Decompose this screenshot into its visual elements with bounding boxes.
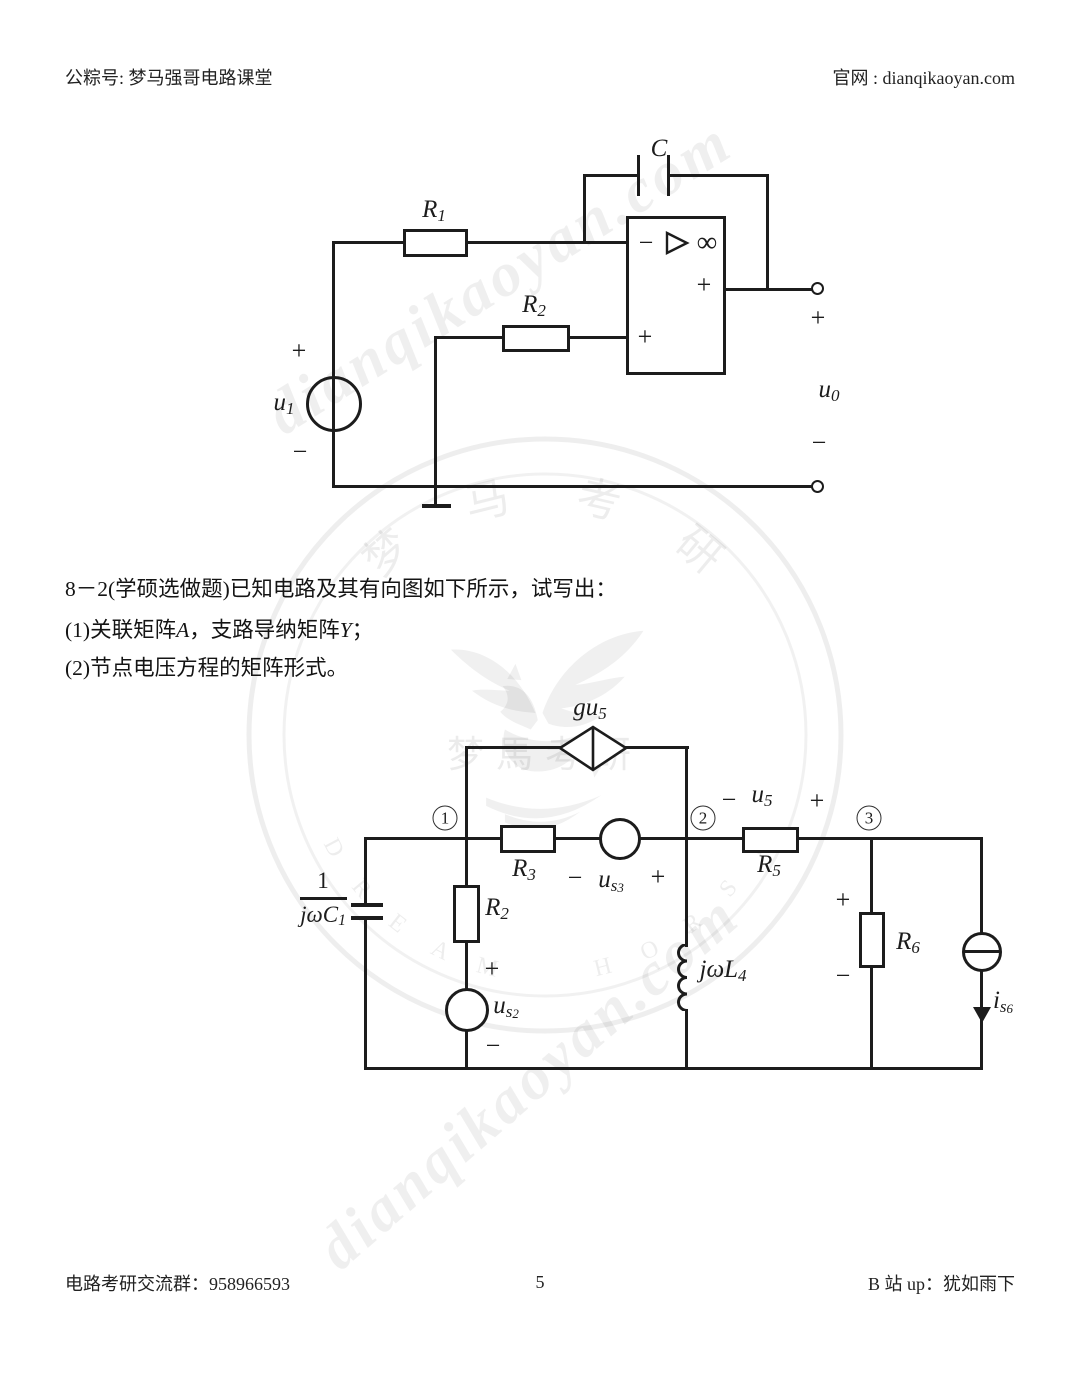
resistor-r2 [453, 885, 480, 943]
resistor-r2 [502, 325, 570, 352]
capacitor-plate [351, 916, 383, 920]
is6-label: is6 [992, 987, 1014, 1016]
opamp-triangle-icon [665, 231, 690, 255]
r6-minus-sign: − [835, 961, 851, 990]
opamp-inverting-sign: − [638, 228, 654, 257]
wire [685, 837, 688, 947]
wire [334, 485, 812, 488]
u5-plus-sign: + [809, 786, 825, 815]
node-3-badge: 3 [856, 805, 882, 831]
r5-label: R5 [757, 851, 781, 880]
node-2-badge: 2 [690, 805, 716, 831]
voltage-source-us2 [445, 988, 489, 1032]
resistor-r1 [403, 229, 468, 257]
wire [364, 918, 367, 1070]
r6-label: R6 [896, 928, 920, 957]
resistor-r3 [500, 825, 556, 853]
frac-denominator: jωC1 [300, 901, 346, 930]
voltage-source-us3 [599, 818, 641, 860]
opamp-noninverting-sign: + [637, 322, 653, 351]
wire [685, 746, 688, 840]
wire [366, 837, 983, 840]
us2-label: us2 [493, 992, 519, 1021]
header-left: 公粽号: 梦马强哥电路课堂 [65, 68, 273, 88]
wire [583, 174, 640, 177]
seal-ring-watermark [246, 436, 844, 1034]
wire [332, 241, 335, 488]
header-right: 官网 : dianqikaoyan.com [832, 68, 1015, 88]
ground-symbol [422, 504, 451, 508]
us2-minus-sign: − [485, 1031, 501, 1060]
u1-plus-sign: + [291, 336, 307, 365]
dependent-current-source-diamond [557, 725, 629, 772]
us2-plus-sign: + [484, 954, 500, 983]
u1-minus-sign: − [292, 437, 308, 466]
fraction-bar [300, 897, 347, 900]
gu5-label: gu5 [573, 694, 607, 723]
opamp-box [626, 216, 726, 375]
u5-minus-sign: − [721, 785, 737, 814]
u0-label: u0 [818, 376, 840, 405]
node-1-badge: 1 [432, 805, 458, 831]
u1-label: u1 [273, 389, 295, 418]
problem-statement-line3: (2)节点电压方程的矩阵形式。 [65, 656, 349, 680]
wire [685, 1009, 688, 1070]
opamp-output-plus-sign: + [696, 270, 712, 299]
us3-plus-sign: + [650, 862, 666, 891]
footer-right: B 站 up：犹如雨下 [867, 1274, 1015, 1294]
r3-label: R3 [512, 855, 536, 884]
capacitor-plate [637, 155, 640, 196]
opamp-infinity-sign: ∞ [696, 226, 718, 259]
resistor-r6 [859, 912, 885, 968]
us3-minus-sign: − [567, 863, 583, 892]
resistor-r5 [742, 827, 799, 853]
frac-numerator: 1 [317, 868, 329, 893]
voltage-source-u1 [306, 376, 362, 432]
u0-minus-sign: − [811, 428, 827, 457]
wire [465, 746, 468, 840]
wire [364, 837, 367, 907]
u5-label: u5 [751, 781, 773, 810]
us3-label: us3 [598, 866, 624, 895]
current-direction-arrow-icon [973, 1007, 991, 1023]
r2-label: R2 [522, 291, 546, 320]
wire [726, 288, 812, 291]
current-source-bar [963, 950, 1001, 953]
jwl4-label: jωL4 [699, 956, 747, 985]
inductor-coil [677, 944, 688, 1011]
r6-plus-sign: + [835, 885, 851, 914]
wire [667, 174, 769, 177]
wire [766, 174, 769, 291]
footer-left: 电路考研交流群：958966593 [65, 1274, 290, 1294]
wire [583, 174, 586, 244]
r1-label: R1 [422, 196, 446, 225]
capacitor-c-label: C [650, 135, 668, 162]
page-number: 5 [535, 1272, 545, 1292]
r2-label: R2 [485, 894, 509, 923]
u0-plus-sign: + [810, 303, 826, 332]
wire [465, 837, 468, 1070]
wire [334, 241, 626, 244]
capacitor-plate [351, 903, 383, 907]
wire [364, 1067, 983, 1070]
output-terminal-bottom [811, 480, 824, 493]
problem-statement-line1: 8－2(学硕选做题)已知电路及其有向图如下所示，试写出： [65, 577, 617, 601]
wire [434, 336, 437, 506]
problem-statement-line2: (1)关联矩阵A，支路导纳矩阵Y； [65, 618, 374, 642]
output-terminal-top [811, 282, 824, 295]
